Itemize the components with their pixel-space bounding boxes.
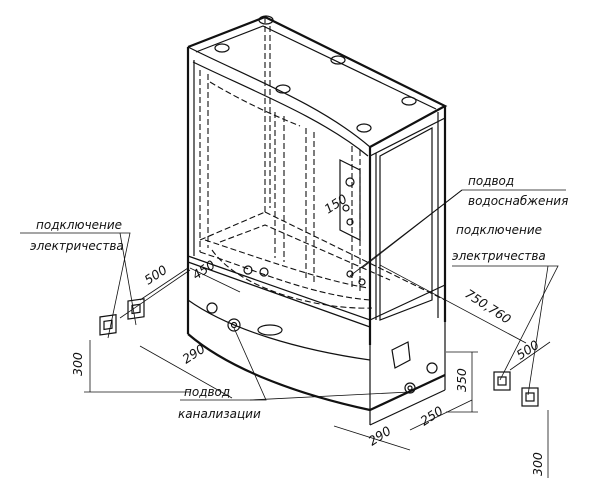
dim-150: 150	[321, 191, 349, 217]
dim-450: 450	[189, 257, 217, 283]
label-sewer-2: канализации	[178, 407, 261, 421]
top-holes	[214, 15, 417, 133]
label-electricity-left-1: подключение	[36, 218, 122, 232]
leader-lines	[20, 189, 566, 401]
socket-right-2	[521, 387, 539, 407]
dimension-lines	[84, 264, 551, 478]
socket-right-1	[493, 371, 511, 391]
dim-500-right: 500	[513, 337, 541, 363]
label-water-1: подвод	[468, 174, 514, 188]
label-water-2: водоснабжения	[468, 194, 568, 208]
socket-left-1	[99, 314, 117, 336]
dim-350: 350	[454, 368, 469, 392]
dim-750-760: 750,760	[462, 286, 514, 327]
text-labels: подключение электричества подвод водосна…	[30, 174, 568, 421]
shower-cabin	[186, 15, 448, 426]
label-electricity-right-2: электричества	[452, 249, 546, 263]
dim-500-left: 500	[141, 262, 169, 288]
socket-left-2	[127, 298, 145, 320]
dim-290-right: 290	[365, 423, 393, 449]
label-sewer-1: подвод	[184, 385, 230, 399]
dim-300-right: 300	[530, 452, 545, 476]
dim-300-left: 300	[70, 352, 85, 376]
label-electricity-left-2: электричества	[30, 239, 124, 253]
label-electricity-right-1: подключение	[456, 223, 542, 237]
